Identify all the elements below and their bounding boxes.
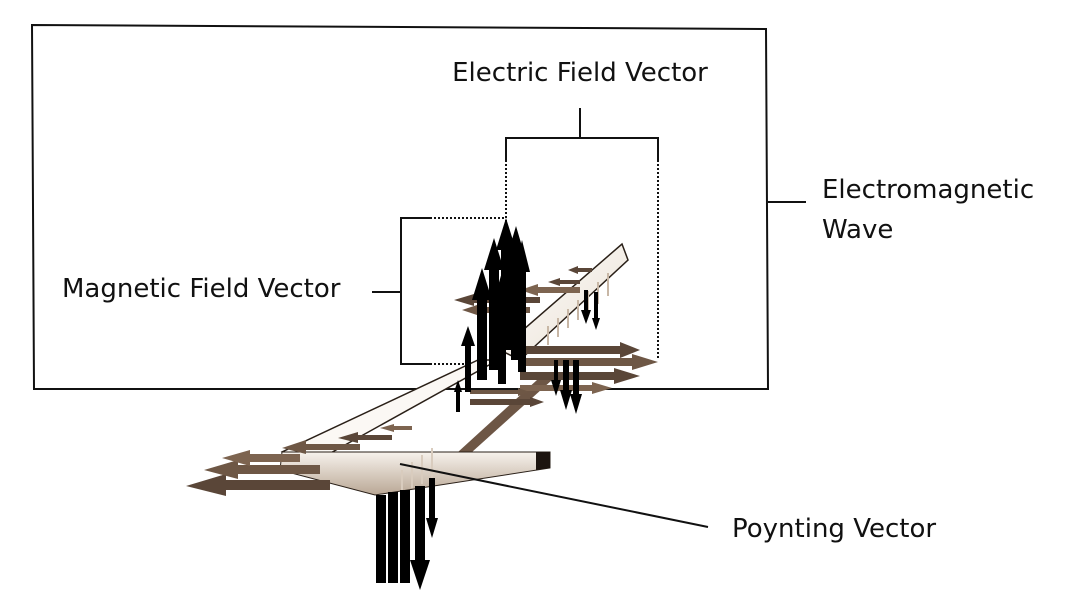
electric-field-label: Electric Field Vector (452, 58, 708, 88)
lower-ribbon (458, 380, 552, 452)
magnetic-field-label: Magnetic Field Vector (62, 274, 341, 304)
wave-label-line2: Wave (822, 215, 893, 245)
electric-bracket (505, 108, 659, 360)
wave-frame (30, 23, 770, 390)
wave-label-line1: Electromagnetic (822, 175, 1034, 205)
poynting-connector (399, 463, 709, 528)
electric-field-arrows (376, 218, 600, 590)
poynting-label: Poynting Vector (732, 514, 936, 544)
